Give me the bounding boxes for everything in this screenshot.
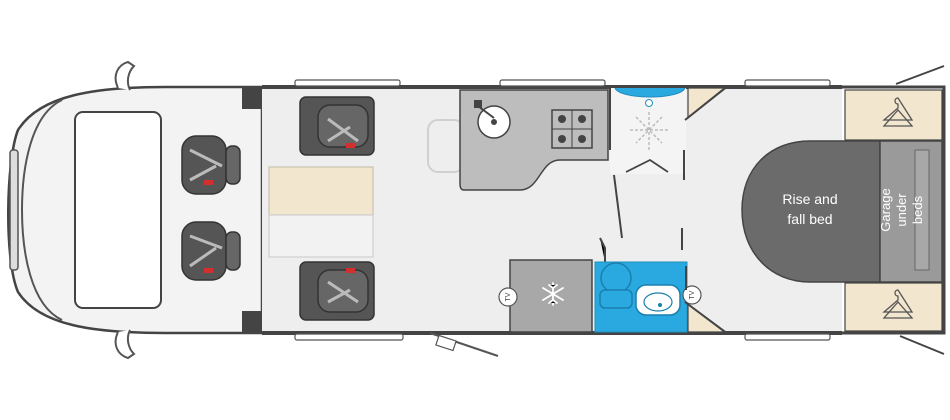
window (499, 79, 606, 87)
cab (7, 60, 264, 360)
window (744, 333, 831, 341)
coat-hanger-icon (882, 289, 914, 319)
seatbelt-icon (327, 117, 359, 143)
dining-table (268, 166, 374, 216)
shower-drain (645, 99, 653, 107)
rise-and-fall-bed (741, 140, 881, 283)
sink-icon (474, 100, 511, 139)
window (294, 79, 401, 87)
partition (684, 301, 726, 333)
tv-point: TV (498, 287, 518, 307)
hob-icon (551, 109, 593, 149)
cab-bonnet (20, 99, 63, 321)
garage-label-line2: under (894, 193, 909, 227)
wall-segment (599, 237, 606, 262)
garage (879, 140, 943, 283)
partition (684, 87, 726, 121)
cab-seat-bottom (181, 221, 241, 281)
shower-door (625, 158, 669, 173)
garage-inner (914, 149, 930, 271)
toilet-icon (599, 262, 633, 309)
cab-seat-top (181, 135, 241, 195)
tv-label: TV (689, 290, 696, 299)
awning-line (895, 65, 945, 85)
windscreen (9, 149, 19, 271)
wall-block-bottom (242, 311, 262, 333)
mirror-top (114, 60, 136, 91)
window (294, 333, 404, 341)
table-extension (268, 214, 374, 258)
wall-block-top (242, 87, 262, 109)
tv-point: TV (682, 285, 702, 305)
garage-label-line3: beds (910, 195, 925, 224)
habitation: TV TV (242, 65, 946, 357)
snowflake-icon (542, 282, 564, 306)
tv-label: TV (505, 292, 512, 301)
swivel-seat-bottom (299, 261, 375, 321)
bed-label-line2: fall bed (787, 211, 832, 227)
shower-tray-top (614, 87, 686, 98)
washbasin-icon (635, 284, 681, 316)
wall-segment (613, 174, 623, 239)
seatbelt-icon (327, 280, 359, 304)
garage-label-line1: Garage (878, 188, 893, 231)
coat-hanger-icon (882, 97, 914, 127)
door-step (435, 334, 457, 352)
mirror-bottom (114, 329, 136, 360)
window (744, 79, 831, 87)
shower-icon (630, 112, 668, 150)
bed-label-line1: Rise and (782, 191, 837, 207)
awning-line (899, 335, 945, 355)
swivel-seat-top (299, 96, 375, 156)
dashboard (74, 111, 162, 309)
